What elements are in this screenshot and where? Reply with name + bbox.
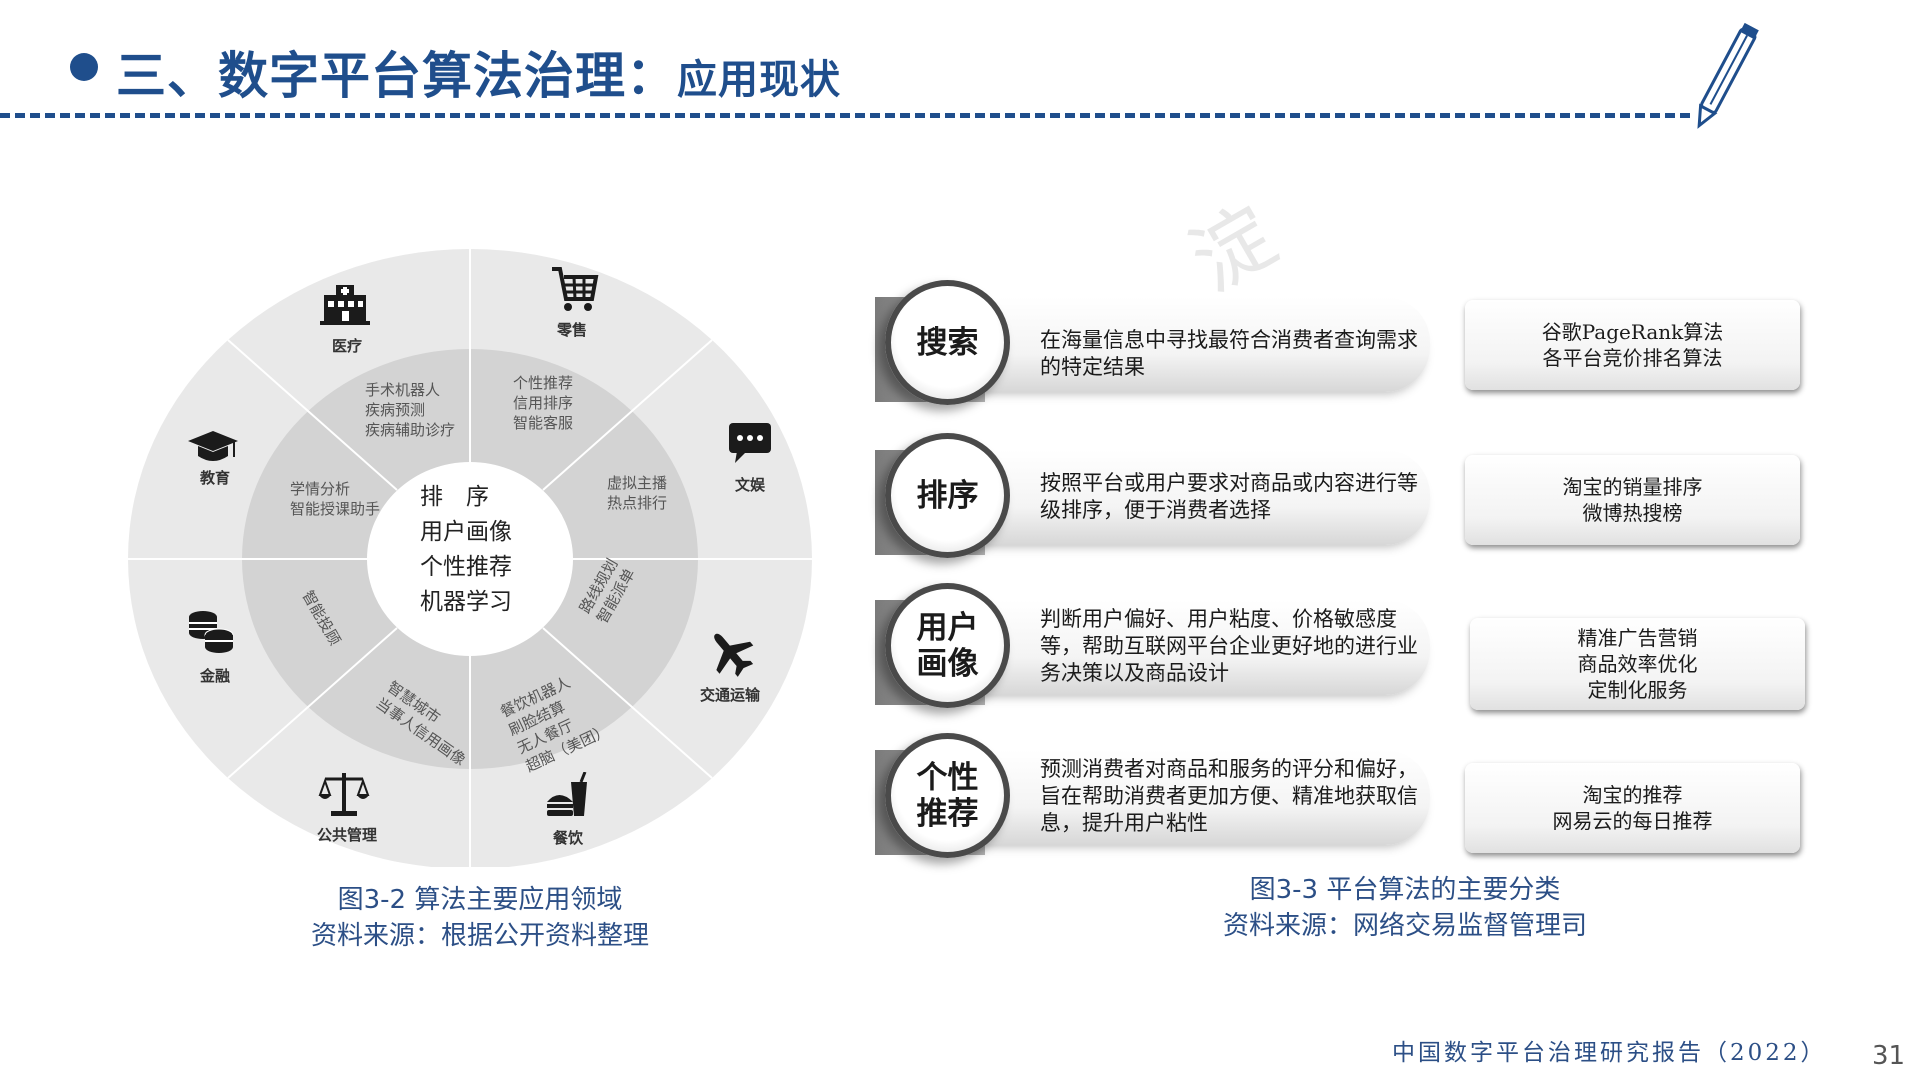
apps-education: 学情分析 智能授课助手 — [290, 480, 381, 518]
fast-food-icon — [547, 772, 587, 816]
hospital-icon — [320, 285, 370, 325]
left-caption: 图3-2 算法主要应用领域 资料来源：根据公开资料整理 — [280, 882, 680, 954]
apps-entertainment: 虚拟主播 热点排行 — [607, 474, 668, 512]
domain-label-entertainment: 文娱 — [734, 476, 766, 494]
domain-label-catering: 餐饮 — [552, 829, 584, 847]
category-examples-personal-recommendation: 淘宝的推荐网易云的每日推荐 — [1465, 763, 1800, 853]
category-row-user-profile: 用户画像 判断用户偏好、用户粘度、价格敏感度等，帮助互联网平台企业更好地的进行业… — [875, 578, 1435, 713]
category-name: 搜索 — [916, 324, 979, 361]
right-caption-source: 资料来源：网络交易监督管理司 — [1222, 911, 1587, 941]
category-examples-user-profile: 精准广告营销商品效率优化定制化服务 — [1470, 618, 1805, 710]
category-name: 排序 — [916, 477, 979, 514]
category-desc: 预测消费者对商品和服务的评分和偏好，旨在帮助消费者更加方便、精准地获取信息，提升… — [1040, 757, 1418, 835]
left-caption-title: 图3-2 算法主要应用领域 — [337, 885, 623, 915]
title-sub: 应用现状 — [677, 57, 841, 103]
category-examples-search: 谷歌PageRank算法各平台竞价排名算法 — [1465, 300, 1800, 390]
scales-icon — [318, 773, 370, 816]
title-main: 三、数字平台算法治理 — [116, 47, 626, 105]
domain-label-transport: 交通运输 — [699, 686, 761, 704]
category-name: 用户画像 — [916, 609, 979, 682]
category-row-ranking: 排序 按照平台或用户要求对商品或内容进行等级排序，便于消费者选择 — [875, 428, 1435, 563]
domain-label-public: 公共管理 — [316, 826, 378, 844]
category-badge — [885, 280, 1010, 405]
wheel-rings — [128, 249, 812, 867]
apps-retail: 个性推荐 信用排序 智能客服 — [513, 374, 574, 432]
coins-icon — [189, 611, 234, 653]
pen-icon — [1697, 22, 1759, 129]
airplane-icon — [714, 633, 754, 677]
category-badge — [885, 733, 1010, 858]
page-title: 三、数字平台算法治理：应用现状 — [116, 36, 841, 108]
graduation-cap-icon — [188, 431, 238, 461]
category-name: 个性推荐 — [916, 759, 979, 832]
domain-label-education: 教育 — [199, 469, 231, 487]
footer-report-title: 中国数字平台治理研究报告（2022） — [1392, 1040, 1827, 1066]
domain-label-medical: 医疗 — [331, 337, 363, 355]
apps-medical: 手术机器人 疾病预测 疾病辅助诊疗 — [365, 381, 456, 439]
right-caption: 图3-3 平台算法的主要分类 资料来源：网络交易监督管理司 — [1185, 872, 1625, 944]
category-badge — [885, 583, 1010, 708]
domain-label-retail: 零售 — [556, 321, 588, 339]
title-bullet — [70, 53, 98, 81]
category-desc: 按照平台或用户要求对商品或内容进行等级排序，便于消费者选择 — [1040, 471, 1418, 522]
chat-bubble-icon — [729, 423, 771, 463]
title-dashed-rule — [0, 113, 1690, 118]
left-caption-source: 资料来源：根据公开资料整理 — [310, 921, 649, 951]
category-row-personal-recommendation: 个性推荐 预测消费者对商品和服务的评分和偏好，旨在帮助消费者更加方便、精准地获取… — [875, 728, 1435, 863]
category-badge — [885, 433, 1010, 558]
title-separator: ： — [626, 47, 677, 105]
category-row-search: 搜索 在海量信息中寻找最符合消费者查询需求的特定结果 — [875, 275, 1435, 410]
category-desc: 判断用户偏好、用户粘度、价格敏感度等，帮助互联网平台企业更好地的进行业务决策以及… — [1040, 607, 1418, 685]
shopping-cart-icon — [552, 267, 599, 311]
application-wheel: 医疗 零售 文娱 交通运输 餐饮 公共管理 金融 教育 手术机 — [125, 247, 825, 867]
domain-label-finance: 金融 — [199, 667, 231, 685]
category-desc: 在海量信息中寻找最符合消费者查询需求的特定结果 — [1040, 328, 1418, 379]
right-caption-title: 图3-3 平台算法的主要分类 — [1249, 875, 1561, 905]
page-number: 31 — [1872, 1041, 1906, 1071]
category-examples-ranking: 淘宝的销量排序微博热搜榜 — [1465, 455, 1800, 545]
wheel-center-list: 排 序 用户画像 个性推荐 机器学习 — [420, 484, 512, 615]
